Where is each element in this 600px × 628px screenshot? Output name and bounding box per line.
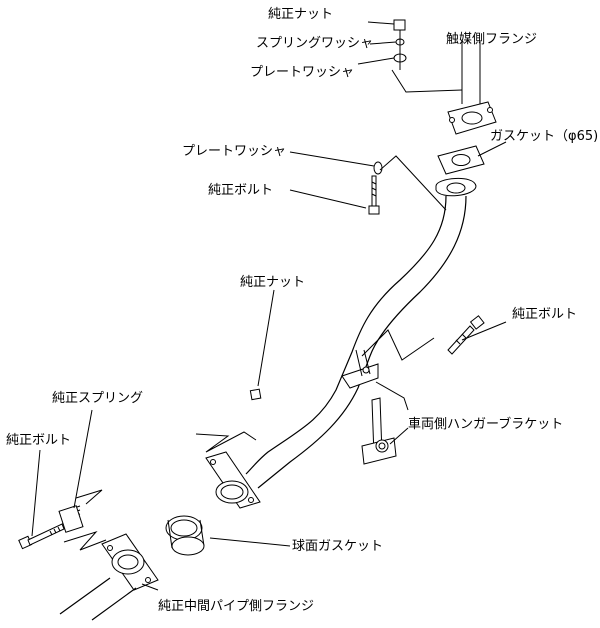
break-line-hanger	[361, 329, 435, 361]
break-line-top	[391, 69, 463, 93]
label-plate-washer-mid: プレートワッシャ	[182, 144, 286, 159]
label-catalyst-flange: 触媒側フランジ	[446, 32, 537, 47]
label-spring-washer: スプリングワッシャ	[256, 36, 373, 51]
break-line-mid-left	[195, 431, 257, 453]
hanger-bracket	[361, 397, 397, 465]
label-genuine-nut-top: 純正ナット	[268, 7, 333, 22]
catalyst-pipe	[447, 40, 497, 135]
top-fasteners-part	[393, 19, 407, 70]
label-vehicle-hanger-bracket: 車両側ハンガーブラケット	[408, 416, 563, 432]
label-gasket-65: ガスケット（φ65)	[490, 129, 598, 144]
break-line-left	[63, 530, 107, 551]
label-center-pipe-flange: 純正中間パイプ側フランジ	[158, 599, 314, 614]
front-pipe	[245, 178, 477, 489]
spring-part	[58, 505, 84, 533]
right-bolt-part	[447, 315, 485, 355]
center-pipe-flange	[59, 533, 159, 621]
leader-lines	[31, 21, 507, 591]
middle-flange	[205, 451, 261, 509]
label-plate-washer-top: プレートワッシャ	[250, 65, 354, 80]
break-line-washer	[379, 155, 447, 211]
gasket-65	[437, 145, 485, 175]
spherical-gasket	[165, 515, 205, 556]
label-genuine-nut-mid: 純正ナット	[240, 275, 305, 290]
pipe-hanger	[341, 349, 379, 389]
label-genuine-bolt-left: 純正ボルト	[6, 433, 71, 448]
label-genuine-bolt-mid: 純正ボルト	[208, 183, 273, 198]
label-spherical-gasket: 球面ガスケット	[292, 539, 383, 554]
middle-washer-bolt-part	[368, 161, 383, 215]
break-line-left-2	[75, 489, 103, 505]
left-bolt-part	[18, 523, 65, 550]
label-genuine-bolt-right: 純正ボルト	[512, 307, 577, 322]
break-line-hanger-low	[375, 381, 409, 411]
middle-nut-part	[249, 388, 262, 401]
label-genuine-spring: 純正スプリング	[52, 391, 143, 406]
